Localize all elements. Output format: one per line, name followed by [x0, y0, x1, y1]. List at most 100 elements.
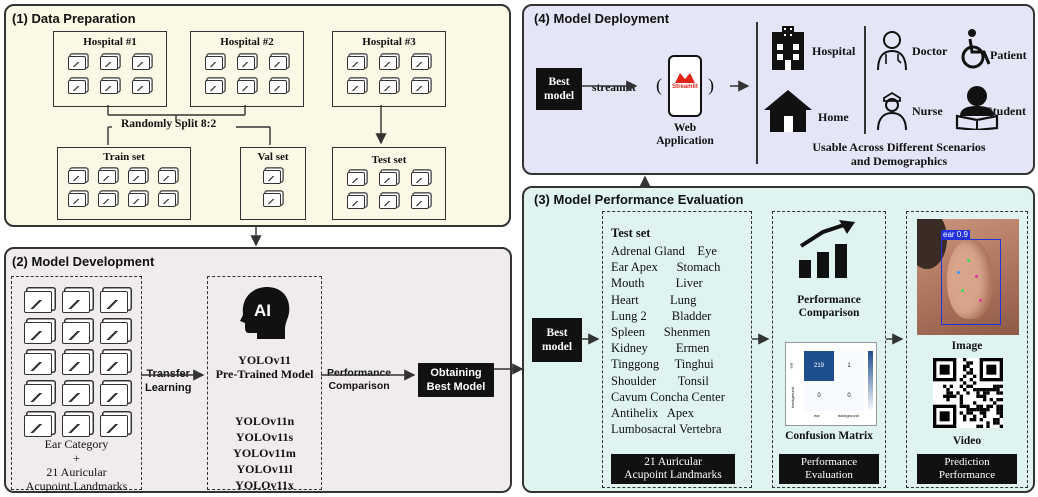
image-icon: [24, 415, 52, 437]
image-icon: [237, 80, 255, 94]
confusion-matrix-caption: Confusion Matrix: [785, 430, 873, 442]
image-icon: [347, 56, 365, 70]
hospital-1-label: Hospital #1: [83, 36, 137, 48]
test-set-label: Test set: [371, 154, 407, 166]
label-line: 21 Auricular: [644, 456, 702, 468]
hospital-1-images: [68, 56, 154, 94]
yolo-model-box: AI YOLOv11 Pre-Trained Model YOLOv11n YO…: [207, 276, 322, 492]
ear-shape: [947, 239, 993, 319]
performance-comparison-label: Performance Comparison: [327, 367, 391, 393]
hospital-3-box: Hospital #3: [332, 31, 446, 107]
label-line: Performance: [797, 294, 861, 306]
confusion-matrix-image: 219 1 0 0 ear background ear background: [785, 342, 877, 426]
cm-cell: 219: [804, 351, 834, 381]
image-icon: [263, 193, 281, 207]
label-line: Best: [546, 327, 568, 339]
ai-head-icon: [240, 287, 290, 339]
train-set-images: [68, 170, 180, 207]
image-icon: [68, 170, 86, 184]
image-icon: [347, 80, 365, 94]
label-line: Prediction: [944, 456, 990, 468]
cm-cell: 0: [834, 381, 864, 411]
performance-comparison-caption: Performance Comparison: [773, 294, 885, 320]
image-icon: [379, 56, 397, 70]
train-set-box: Train set: [57, 147, 191, 220]
hospital-2-images: [205, 56, 291, 94]
prediction-performance-block: Prediction Performance: [917, 454, 1017, 484]
landmark-item: Adrenal Gland Eye: [611, 244, 717, 258]
keypoint: [979, 299, 982, 302]
label-line: Transfer: [146, 368, 190, 380]
prediction-performance-box: ear 0.9 Image Video Prediction Performan…: [906, 211, 1028, 488]
image-icon: [24, 353, 52, 375]
cm-cell: 1: [834, 351, 864, 381]
image-icon: [411, 56, 429, 70]
landmark-item: Cavum Concha Center: [611, 389, 725, 404]
dataset-caption: Ear Category + 21 Auricular Acupoint Lan…: [12, 437, 141, 493]
hospital-3-images: [347, 56, 433, 94]
landmark-item: Lumbosacral Vertebra: [611, 422, 722, 437]
label-line: Performance: [938, 469, 996, 481]
landmarks-footer-block: 21 Auricular Acupoint Landmarks: [611, 454, 735, 484]
label-line: and Demographics: [850, 154, 948, 168]
landmark-item: Ear Apex Stomach: [611, 260, 721, 275]
student-label: Student: [986, 104, 1027, 118]
doctor-label: Doctor: [912, 44, 948, 58]
image-icon: [269, 56, 287, 70]
image-icon: [62, 384, 90, 406]
variant-item: YOLOv11n: [234, 414, 295, 428]
label-line: Best Model: [426, 381, 486, 393]
image-icon: [68, 193, 86, 207]
image-icon: [62, 291, 90, 313]
detection-label: ear 0.9: [941, 230, 970, 240]
panel-title: (1) Data Preparation: [12, 11, 136, 26]
performance-evaluation-block: Performance Evaluation: [779, 454, 879, 484]
variant-item: YOLOv11l: [236, 462, 293, 476]
val-set-label: Val set: [257, 151, 289, 163]
image-icon: [62, 353, 90, 375]
usable-caption: Usable Across Different Scenarios and De…: [786, 140, 1012, 168]
caption-line: Ear Category: [44, 437, 109, 451]
obtaining-best-model-block: Obtaining Best Model: [418, 363, 494, 397]
patient-label: Patient: [990, 48, 1027, 62]
landmark-item: Lung 2 Bladder: [611, 308, 712, 323]
hospital-label: Hospital: [812, 44, 856, 58]
label-line: Performance: [800, 456, 858, 468]
image-icon: [132, 56, 150, 70]
best-model-block: Best model: [532, 318, 582, 362]
landmark-item: Tinggong Tinghui: [611, 357, 714, 372]
divider-line: [864, 26, 866, 134]
cm-x-label: background: [838, 413, 859, 418]
image-icon: [379, 172, 397, 186]
signal-waves-icon: (): [656, 75, 714, 95]
image-icon: [379, 195, 397, 209]
image-icon: [347, 195, 365, 209]
cm-x-label: ear: [814, 413, 820, 418]
label-line: Comparison: [798, 307, 860, 319]
label-line: Obtaining: [430, 367, 482, 379]
caption-line: +: [73, 451, 80, 465]
label-line: model: [543, 90, 575, 102]
image-icon: [128, 170, 146, 184]
keypoint: [957, 271, 960, 274]
model-development-panel: (2) Model Development Ear Category + 21 …: [4, 247, 512, 493]
image-icon: [98, 193, 116, 207]
performance-evaluation-panel: (3) Model Performance Evaluation Best mo…: [522, 186, 1035, 493]
bar-chart-trend-icon: [799, 220, 855, 278]
hospital-icon: [768, 26, 808, 70]
image-icon: [68, 56, 86, 70]
image-icon: [132, 80, 150, 94]
image-icon: [100, 353, 128, 375]
keypoint: [967, 259, 970, 262]
keypoint: [961, 289, 964, 292]
landmark-item: Heart Lung: [611, 292, 697, 307]
hospital-3-label: Hospital #3: [362, 36, 416, 48]
image-icon: [68, 80, 86, 94]
label-line: Application: [656, 135, 714, 147]
home-label: Home: [818, 110, 849, 124]
label-line: Evaluation: [805, 469, 853, 481]
caption-line: Acupoint Landmarks: [25, 479, 128, 493]
landmark-item: Shoulder Tonsil: [611, 373, 709, 388]
video-caption: Video: [952, 435, 982, 447]
test-set-landmarks-box: Test set Adrenal Gland Eye Ear Apex Stom…: [602, 211, 752, 488]
